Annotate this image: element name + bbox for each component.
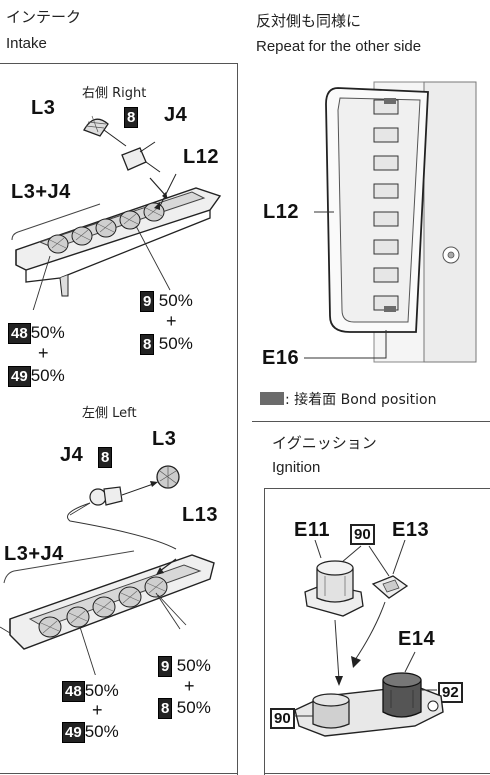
part-j4-right: J4 xyxy=(164,104,188,126)
paint-90-bottom: 90 xyxy=(270,708,295,729)
repeat-part-l12: L12 xyxy=(263,201,299,223)
intake-panel-bottom-border xyxy=(0,773,238,774)
ignition-panel-bottom-border xyxy=(264,773,490,774)
right-side-label: 右側 Right xyxy=(82,86,147,101)
ignition-title-jp: イグニッション xyxy=(272,434,377,452)
plus-left-a: + xyxy=(184,676,195,696)
combo-l3-j4-right: L3+J4 xyxy=(11,181,71,203)
paint-8-right: 8 xyxy=(124,107,139,128)
ignition-title-en: Ignition xyxy=(272,459,321,476)
part-l3-left: L3 xyxy=(152,428,177,450)
intake-panel-top-border xyxy=(0,63,238,64)
plus-right-a: + xyxy=(166,311,177,331)
right-intake-illustration xyxy=(11,115,222,310)
ignition-part-e11: E11 xyxy=(294,519,330,541)
paint-90-top: 90 xyxy=(350,524,375,545)
repeat-title-jp: 反対側も同様に xyxy=(256,12,362,30)
part-l13-left: L13 xyxy=(182,504,218,526)
ignition-illustration xyxy=(293,540,444,737)
repeat-part-e16: E16 xyxy=(262,347,300,369)
bond-swatch xyxy=(260,392,284,405)
paint-92: 92 xyxy=(438,682,463,703)
plus-right-b: + xyxy=(38,343,49,363)
ignition-panel-top-border xyxy=(264,488,490,489)
repeat-side-illustration xyxy=(304,81,477,363)
plus-left-b: + xyxy=(92,700,103,720)
ignition-part-e13: E13 xyxy=(392,519,430,541)
left-intake-illustration xyxy=(0,465,215,675)
combo-l3-j4-left: L3+J4 xyxy=(4,543,64,565)
mix-8-left: 8 50% xyxy=(158,698,211,719)
mix-9-right: 9 50% xyxy=(140,291,193,312)
ignition-panel-left-border xyxy=(264,488,265,775)
part-l3-right: L3 xyxy=(31,97,56,119)
mix-8-right: 8 50% xyxy=(140,334,193,355)
paint-8-left: 8 xyxy=(98,447,113,468)
part-l12-right: L12 xyxy=(183,146,219,168)
intake-panel-right-border xyxy=(237,63,238,775)
intake-title-en: Intake xyxy=(6,35,47,52)
bond-position-legend: : 接着面 Bond position xyxy=(285,392,437,408)
repeat-title-en: Repeat for the other side xyxy=(256,38,422,55)
repeat-panel-bottom-border xyxy=(252,421,490,422)
intake-title-jp: インテーク xyxy=(6,8,82,26)
part-j4-left: J4 xyxy=(60,444,84,466)
ignition-part-e14: E14 xyxy=(398,628,436,650)
mix-9-left: 9 50% xyxy=(158,656,211,677)
left-side-label: 左側 Left xyxy=(82,406,137,421)
